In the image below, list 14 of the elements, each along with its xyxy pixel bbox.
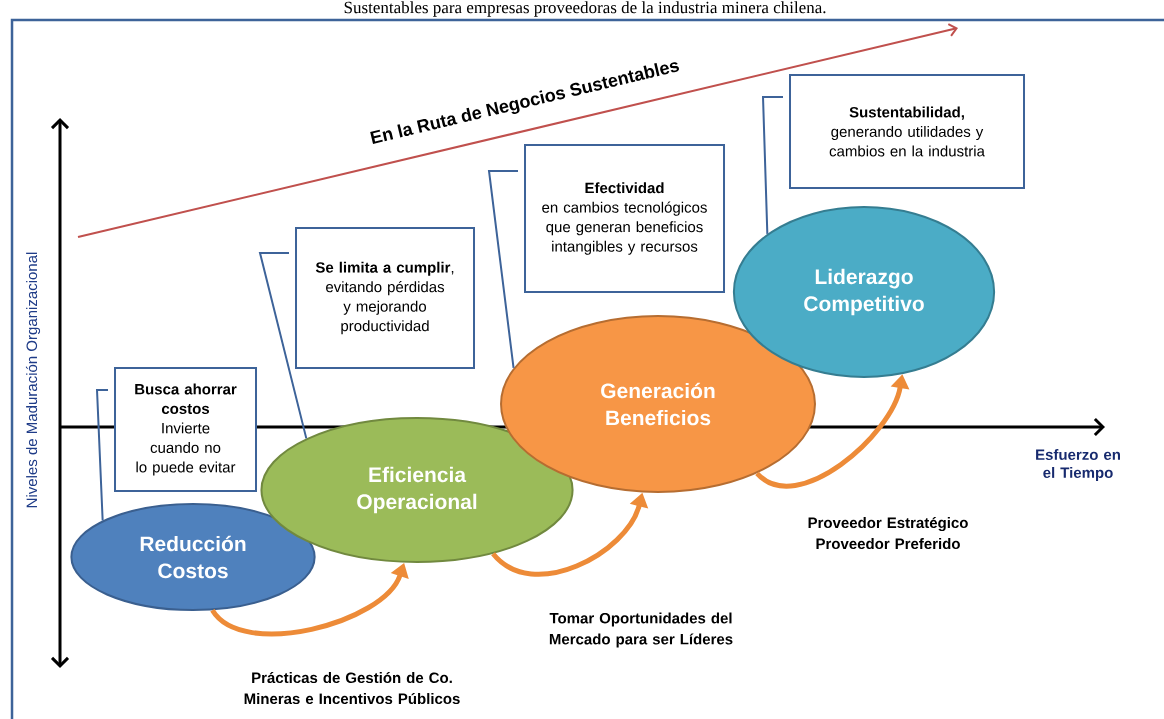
leader-line	[487, 170, 519, 369]
text-box: Se limita a cumplir, evitando pérdidas y mejorando productividad	[295, 227, 475, 369]
edge-label: Tomar Oportunidades del Mercado para ser Líderes	[549, 612, 733, 648]
text-box: Busca ahorrar costos Invierte cuando no lo puede evitar	[114, 367, 257, 492]
axis-label: Esfuerzo en el Tiempo	[1036, 449, 1120, 481]
title: Sustentables para empresas proveedoras de la industria minera chilena.	[344, 1, 826, 17]
text-box: Efectividad en cambios tecnológicos que generan beneficios intangibles y recursos	[524, 144, 725, 293]
leader-line	[95, 389, 109, 522]
axis-label: Niveles de Maduración Organizacional	[25, 252, 41, 508]
edge-label: Proveedor Estratégico Proveedor Preferido	[808, 516, 968, 550]
leader-line	[258, 252, 308, 440]
leader-line	[761, 96, 784, 235]
edge-label: Prácticas de Gestión de Co. Mineras e Incentivos Públicos	[244, 671, 460, 705]
text-box: Sustentabilidad, generando utilidades y cambios en la industria	[789, 74, 1025, 189]
